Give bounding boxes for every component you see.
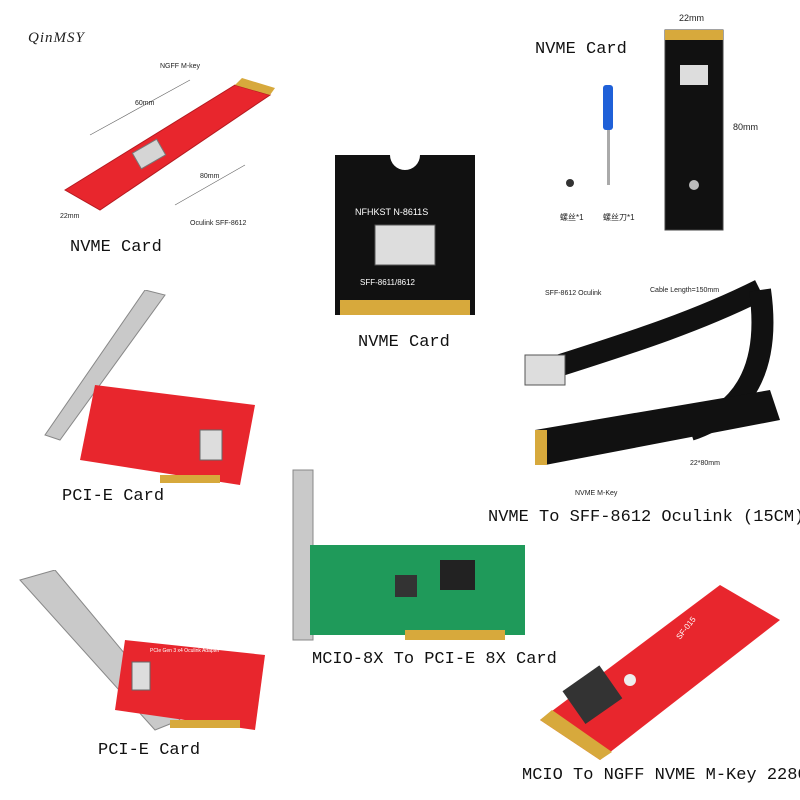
caption-panel-2: NVME Card (358, 333, 450, 352)
dim-80mm-side: 80mm (733, 122, 758, 132)
nvme-card-red-image: NGFF M-key 60mm 80mm 22mm Oculink SFF-86… (60, 63, 275, 227)
mcio-ngff-image: SF-015 (540, 585, 780, 760)
panel-mcio-card (285, 465, 525, 645)
panel-nvme-cable: SFF-8612 Oculink Cable Length=150mm 22*8… (520, 280, 790, 500)
board-text-pcie: PCIe Gen 3 x4 Oculink Adapter (150, 648, 220, 654)
caption-panel-6: MCIO-8X To PCI-E 8X Card (312, 650, 557, 669)
board-text-sff: SFF-8611/8612 (360, 278, 416, 287)
label-cable-length: Cable Length=150mm (650, 287, 719, 294)
dim-60mm: 60mm (135, 100, 155, 107)
caption-panel-7: PCI-E Card (98, 741, 201, 760)
nvme-card-black-image: NFHKST N-8611S SFF-8611/8612 (335, 155, 475, 315)
dim-80mm: 80mm (200, 173, 220, 180)
label-22x80: 22*80mm (690, 460, 720, 467)
caption-panel-4: PCI-E Card (62, 487, 165, 506)
panel-pcie-card-1 (40, 289, 260, 490)
panel-mcio-ngff: SF-015 (530, 580, 790, 765)
label-nvme-mkey: NVME M-Key (575, 490, 618, 497)
panel-pcie-card-2: PCIe Gen 3 x4 Oculink Adapter (10, 569, 270, 740)
pcie-card-2-image: PCIe Gen 3 x4 Oculink Adapter (19, 569, 265, 731)
dim-22mm: 22mm (60, 213, 80, 220)
label-sff-oculink: SFF-8612 Oculink (545, 290, 602, 297)
dim-22mm-top: 22mm (679, 13, 704, 23)
label-screwdriver: 螺丝刀*1 (603, 212, 635, 222)
panel-nvme-card-red: NGFF M-key 60mm 80mm 22mm Oculink SFF-86… (40, 50, 290, 240)
panel-nvme-card-kit: 22mm 80mm 螺丝*1 螺丝刀*1 (555, 5, 795, 235)
nvme-card-kit-image: 22mm 80mm 螺丝*1 螺丝刀*1 (560, 13, 758, 231)
label-oculink: Oculink SFF-8612 (190, 220, 247, 227)
panel-nvme-card-black: NFHKST N-8611S SFF-8611/8612 (330, 150, 480, 320)
label-screw: 螺丝*1 (560, 212, 584, 222)
caption-panel-1: NVME Card (70, 238, 162, 257)
caption-panel-8: MCIO To NGFF NVME M-Key 2280 (522, 766, 800, 785)
caption-panel-5: NVME To SFF-8612 Oculink (15CM) (488, 508, 800, 527)
label-ngff-mkey: NGFF M-key (160, 63, 201, 70)
caption-panel-3: NVME Card (535, 40, 627, 59)
mcio-card-image (292, 469, 525, 641)
pcie-card-1-image (44, 289, 255, 485)
brand-logo: QinMSY (28, 30, 85, 46)
nvme-cable-image: SFF-8612 Oculink Cable Length=150mm 22*8… (524, 280, 780, 497)
board-text-model: NFHKST N-8611S (355, 207, 428, 217)
